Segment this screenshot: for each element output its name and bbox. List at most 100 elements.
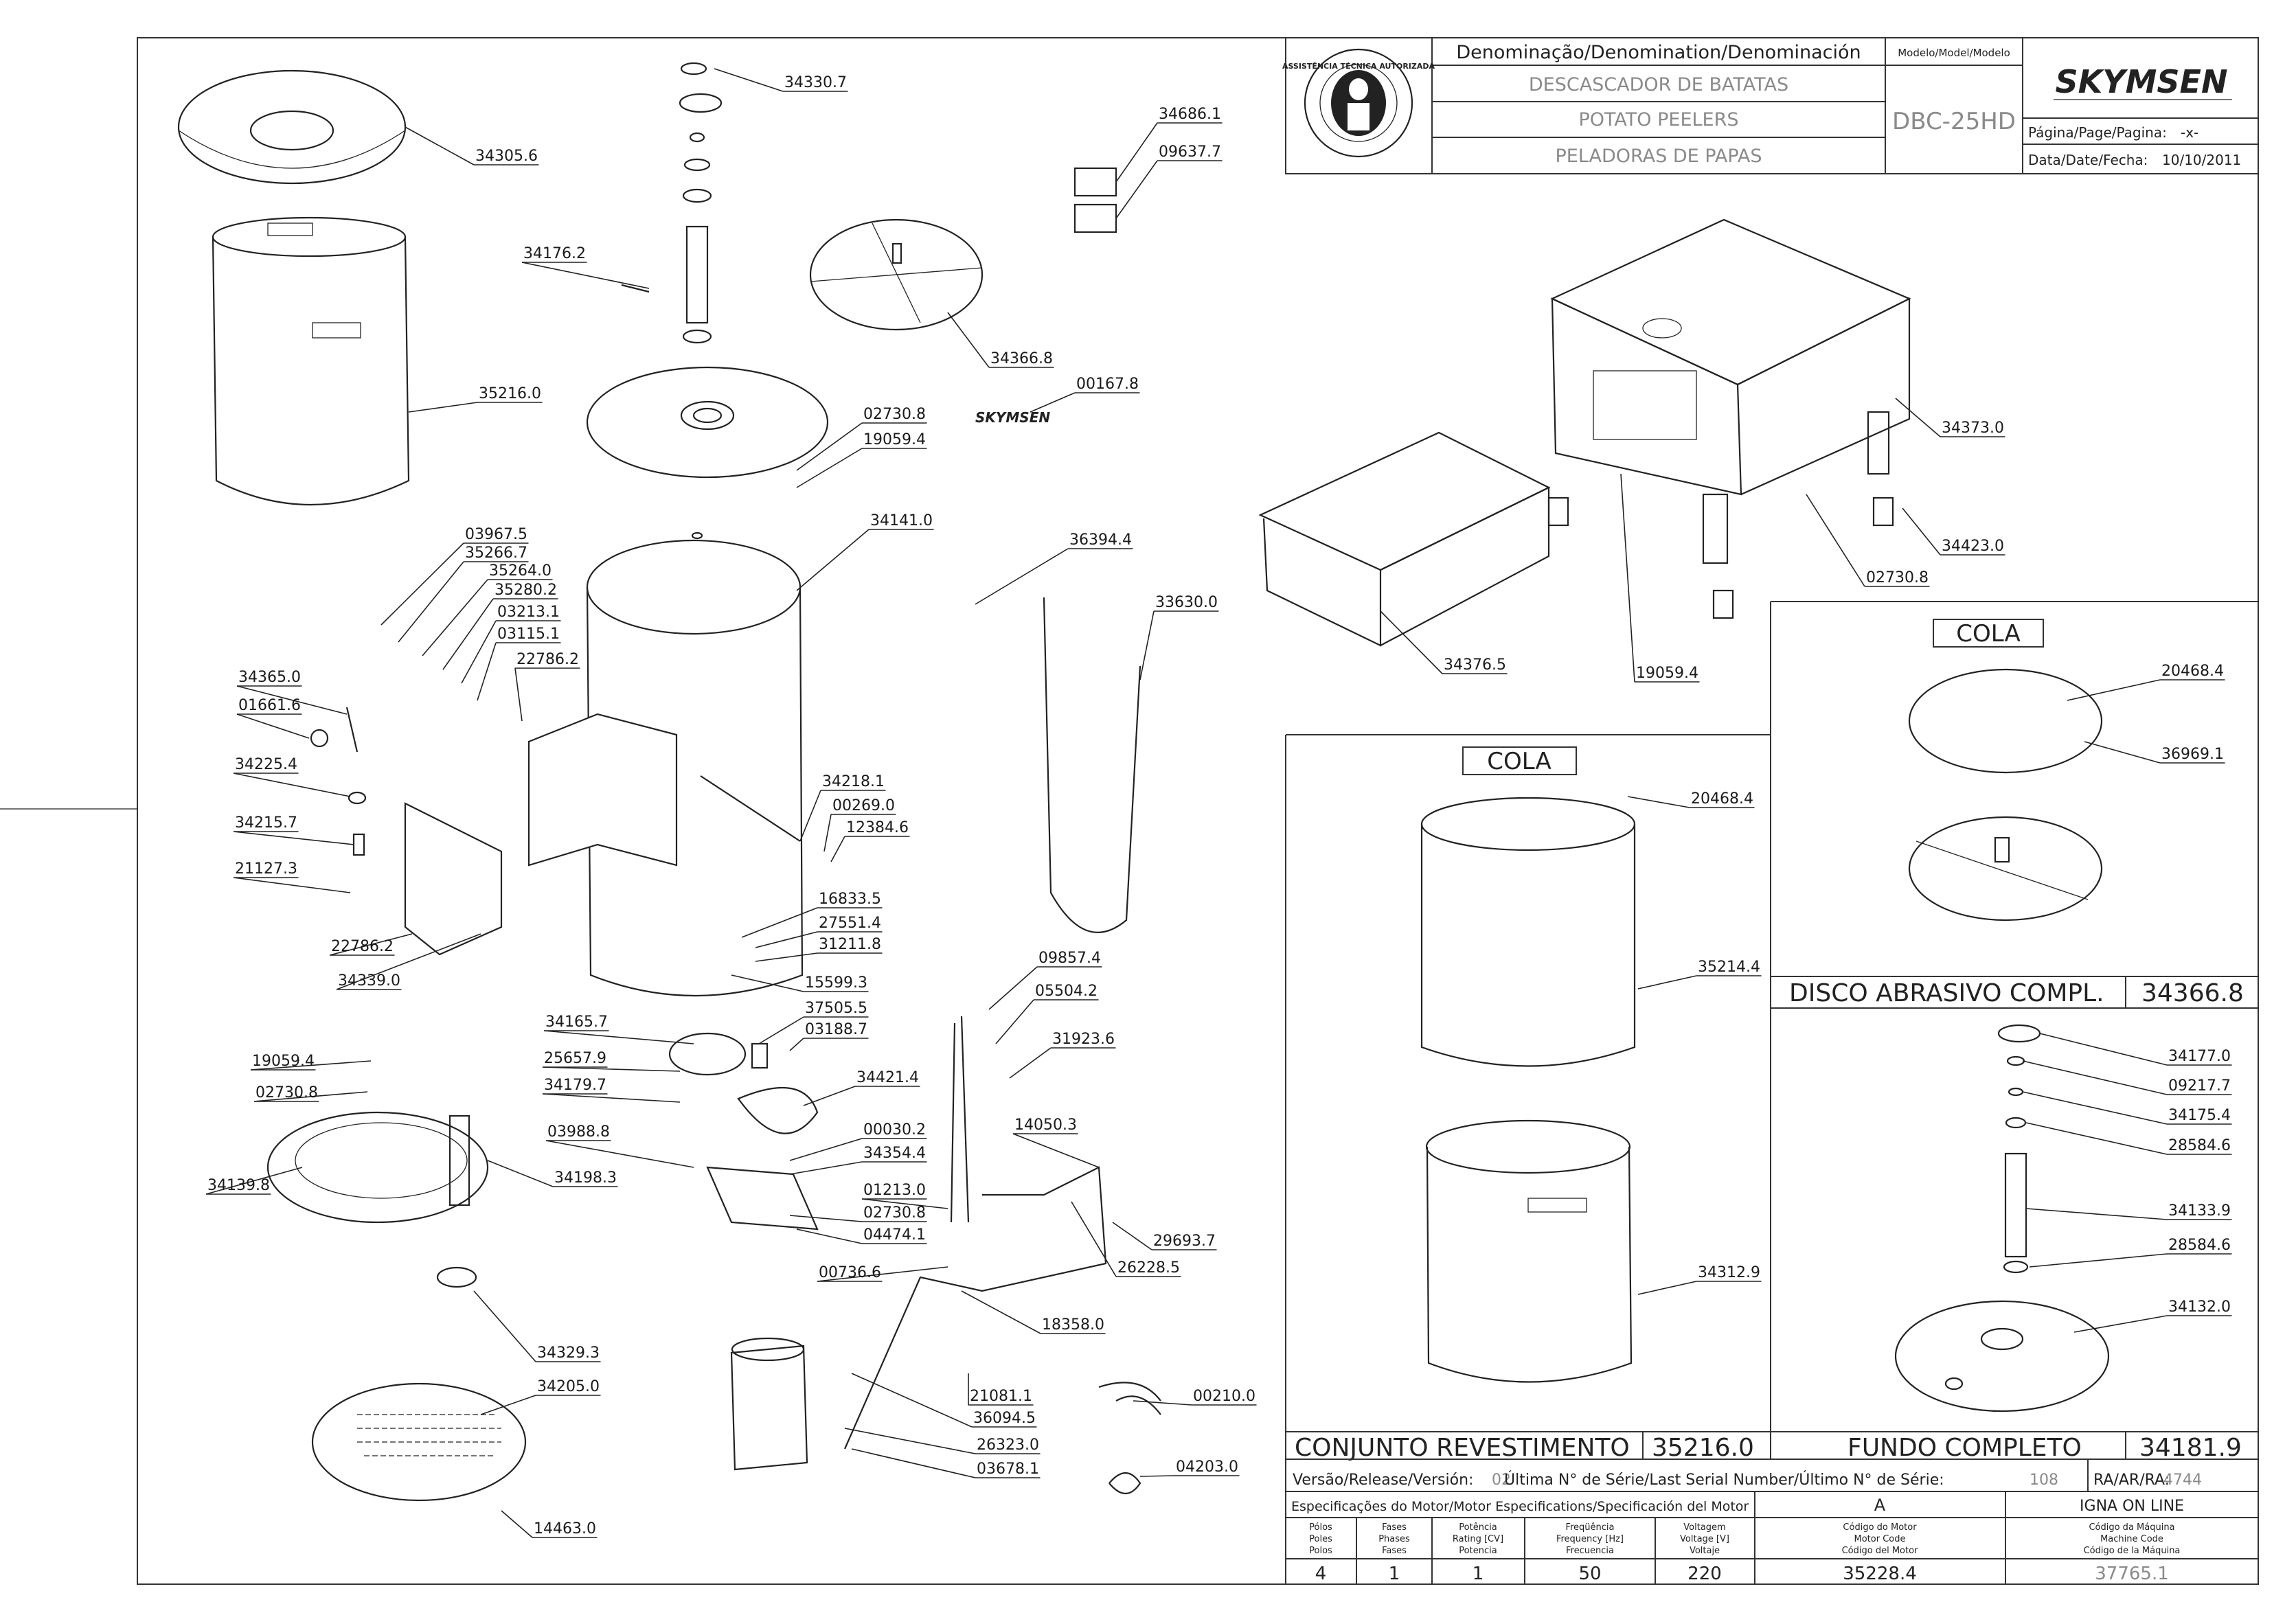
machine-code-h2: Machine Code — [2100, 1534, 2163, 1544]
ra-value: 4744 — [2163, 1472, 2202, 1489]
part-number-label: 01661.6 — [238, 697, 301, 714]
callout-leader — [796, 529, 869, 591]
cabinet-foot-3 — [1712, 589, 1734, 619]
callout-leader — [514, 667, 523, 722]
callout-leader — [473, 1290, 536, 1362]
callout-leader — [398, 561, 464, 643]
release-value: 02 — [1492, 1472, 1511, 1489]
part-number-label: 04474.1 — [863, 1226, 926, 1244]
brand-logo: SKYMSEN — [2054, 63, 2232, 100]
part-number-label: 20468.4 — [2161, 663, 2224, 680]
part-number-label: 21127.3 — [235, 860, 297, 878]
callout-leader — [542, 1093, 681, 1103]
page-label: Página/Page/Pagina: — [2028, 124, 2167, 141]
part-number-label: 34354.4 — [863, 1145, 926, 1162]
part-number-label: 34139.8 — [207, 1177, 270, 1194]
callout-leader — [755, 931, 818, 948]
callout-leader — [755, 952, 818, 962]
motor-code-value: 35228.4 — [1843, 1564, 1917, 1584]
part-number-label: 28584.6 — [2168, 1137, 2231, 1154]
callout-leader — [461, 620, 497, 684]
callout-leader — [480, 1395, 536, 1415]
part-number-label: 03678.1 — [977, 1461, 1039, 1478]
part-number-label: 34177.0 — [2168, 1048, 2231, 1065]
name-spanish: PELADORAS DE PAPAS — [1556, 146, 1762, 167]
part-drawings: SKYMSEN — [177, 62, 2110, 1502]
part-number-label: 22786.2 — [516, 651, 579, 668]
callout-leader — [2025, 1208, 2168, 1220]
callout-leader — [205, 1167, 303, 1195]
voltage-h3: Voltaje — [1690, 1546, 1720, 1556]
part-number-label: 20468.4 — [1691, 790, 1753, 808]
callout-leader — [823, 814, 832, 852]
callout-leader — [2022, 1060, 2168, 1095]
part-number-label: 36094.5 — [973, 1410, 1036, 1427]
rod-drawing — [700, 775, 801, 842]
callout-leader — [1806, 494, 1865, 587]
part-number-label: 16833.5 — [819, 891, 881, 908]
lid-drawing — [177, 69, 407, 185]
part-number-label: 22786.2 — [331, 938, 394, 955]
cola-tag-disco: COLA — [1933, 619, 2044, 648]
part-number-label: 34205.0 — [537, 1378, 600, 1395]
frequency-h3: Frecuencia — [1566, 1546, 1614, 1556]
callout-leader — [545, 1140, 694, 1168]
authorized-service-seal: ASSISTÊNCIA TÉCNICA AUTORIZADA — [1282, 48, 1435, 158]
part-number-label: 00736.6 — [819, 1264, 881, 1281]
part-number-label: 03115.1 — [497, 626, 560, 643]
foot-drawing — [436, 1266, 477, 1288]
callout-leader — [442, 598, 494, 670]
guard-drawing — [404, 802, 503, 956]
callout-leader — [405, 126, 475, 165]
voltage-value: 220 — [1687, 1564, 1722, 1584]
motor-spec-header: Especificações do Motor/Motor Especifica… — [1291, 1499, 1749, 1514]
part-number-label: 25657.9 — [544, 1050, 606, 1067]
part-number-label: 12384.6 — [846, 819, 909, 836]
frequency-h2: Frequency [Hz] — [1556, 1534, 1624, 1544]
part-number-label: 34141.0 — [870, 512, 933, 529]
callout-leader — [1115, 160, 1158, 219]
callout-leader — [799, 790, 821, 842]
serial-label: Última N° de Série/Last Serial Number/Úl… — [1504, 1471, 1944, 1489]
cola-tag-text-conjunto: COLA — [1487, 748, 1551, 775]
part-number-label: 19059.4 — [863, 431, 926, 448]
phases-h3: Fases — [1382, 1546, 1407, 1556]
part-number-label: 00167.8 — [1076, 376, 1139, 393]
spec-col-voltage: Voltagem Voltage [V] Voltaje 220 — [1680, 1522, 1729, 1584]
page-value: -x- — [2181, 124, 2198, 141]
part-number-label: 18358.0 — [1042, 1316, 1104, 1334]
part-number-label: 02730.8 — [1866, 569, 1929, 586]
part-number-label: 36394.4 — [1069, 531, 1132, 549]
callout-leader — [329, 933, 413, 956]
part-number-label: 34330.7 — [784, 74, 847, 91]
part-number-label: 00030.2 — [863, 1121, 926, 1139]
part-number-label: 31923.6 — [1052, 1031, 1115, 1048]
callout-leader — [1620, 473, 1635, 683]
conjunto-code: 35216.0 — [1652, 1434, 1754, 1462]
callout-leader — [796, 1228, 863, 1244]
disco-mesh-drawing — [1908, 668, 2103, 774]
part-number-label: 34215.7 — [235, 814, 297, 832]
part-number-label: 00269.0 — [832, 797, 895, 814]
callout-leader — [796, 448, 863, 488]
callout-leader — [758, 1016, 804, 1044]
callout-leader — [2025, 1122, 2168, 1155]
release-label: Versão/Release/Versión: — [1293, 1472, 1473, 1489]
part-number-label: 34686.1 — [1159, 106, 1221, 123]
callout-leader — [1071, 1201, 1117, 1277]
callout-leader — [336, 933, 481, 990]
part-number-label: 03967.5 — [465, 526, 527, 543]
blank-plate-drawing — [1073, 203, 1117, 233]
callout-leader — [1030, 392, 1076, 413]
spec-col-poles: Pólos Poles Polos 4 — [1309, 1522, 1332, 1584]
rating-h1: Potência — [1459, 1522, 1497, 1533]
callout-leader — [236, 685, 348, 715]
callout-leader — [961, 1290, 1041, 1334]
fundo-completo-title: FUNDO COMPLETO 34181.9 — [1770, 1431, 2259, 1462]
part-number-label: 09857.4 — [1038, 950, 1101, 967]
part-number-label: 21081.1 — [970, 1388, 1032, 1405]
rating-h3: Potencia — [1459, 1546, 1497, 1556]
tray-drawing — [1258, 431, 1551, 647]
callout-leader — [542, 1066, 681, 1072]
callout-leader — [1380, 610, 1443, 674]
